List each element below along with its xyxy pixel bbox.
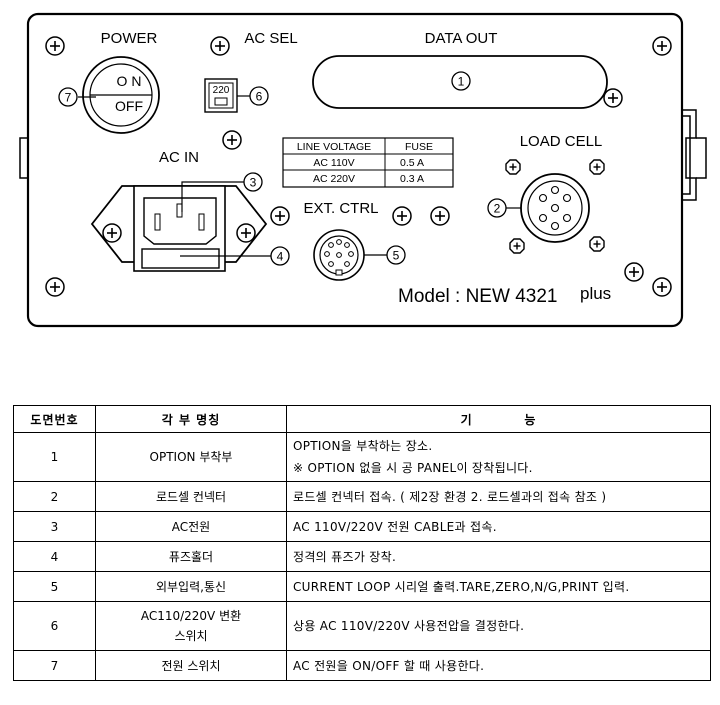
row-name: OPTION 부착부 xyxy=(95,432,287,482)
callout-5: 5 xyxy=(386,245,406,265)
power-switch[interactable] xyxy=(82,56,160,134)
row-name: AC전원 xyxy=(95,511,287,542)
power-on-label: O N xyxy=(117,73,142,89)
screw-icon xyxy=(270,206,290,226)
screw-icon xyxy=(624,262,644,282)
svg-text:AC 220V: AC 220V xyxy=(313,173,355,185)
ac-select-switch[interactable] xyxy=(204,78,238,113)
right-bracket xyxy=(682,109,707,201)
screw-icon xyxy=(45,36,65,56)
screw-icon xyxy=(222,130,242,150)
nut-icon xyxy=(589,236,605,252)
load-cell-label: LOAD CELL xyxy=(520,133,603,150)
row-function: CURRENT LOOP 시리얼 출력.TARE,ZERO,N/G,PRINT … xyxy=(286,571,711,602)
screw-icon xyxy=(236,223,256,243)
screw-icon xyxy=(603,88,623,108)
svg-text:AC 110V: AC 110V xyxy=(313,157,354,169)
svg-text:7: 7 xyxy=(65,91,72,105)
svg-text:5: 5 xyxy=(393,249,400,263)
model-suffix: plus xyxy=(580,284,611,303)
table-row: 1 OPTION 부착부 OPTION을 부착하는 장소. ※ OPTION 없… xyxy=(13,432,711,482)
row-name: 로드셀 컨넥터 xyxy=(95,481,287,512)
spec-table: 도면번호 각 부 명칭 기 능 1 OPTION 부착부 OPTION을 부착하… xyxy=(13,405,711,681)
ac-sel-value: 220 xyxy=(213,85,230,96)
header-no: 도면번호 xyxy=(13,405,96,433)
row-no: 1 xyxy=(13,432,96,482)
row-function: AC 110V/220V 전원 CABLE과 접속. xyxy=(286,511,711,542)
row-no: 4 xyxy=(13,541,96,572)
screw-icon xyxy=(45,277,65,297)
svg-text:0.3 A: 0.3 A xyxy=(400,173,424,185)
table-row: 5 외부입력,통신 CURRENT LOOP 시리얼 출력.TARE,ZERO,… xyxy=(13,571,711,602)
table-row: 6 AC110/220V 변환 스위치 상용 AC 110V/220V 사용전압… xyxy=(13,601,711,651)
power-label: POWER xyxy=(101,30,158,47)
table-row: 3 AC전원 AC 110V/220V 전원 CABLE과 접속. xyxy=(13,511,711,542)
row-function: 정격의 퓨즈가 장착. xyxy=(286,541,711,572)
row-function: OPTION을 부착하는 장소. ※ OPTION 없을 시 공 PANEL이 … xyxy=(286,432,711,482)
row-no: 2 xyxy=(13,481,96,512)
fuse-holder[interactable] xyxy=(141,248,220,269)
table-row: 7 전원 스위치 AC 전원을 ON/OFF 할 때 사용한다. xyxy=(13,650,711,681)
screw-icon xyxy=(430,206,450,226)
svg-text:2: 2 xyxy=(494,202,501,216)
row-no: 7 xyxy=(13,650,96,681)
callout-2: 2 xyxy=(487,198,507,218)
callout-6: 6 xyxy=(249,86,269,106)
rear-panel-diagram: POWER O N OFF 7 AC SEL 220 6 DATA OUT 1 … xyxy=(19,12,707,328)
header-function: 기 능 xyxy=(286,405,711,433)
callout-3: 3 xyxy=(243,172,263,192)
ac-inlet[interactable] xyxy=(90,185,268,272)
svg-text:4: 4 xyxy=(277,250,284,264)
model-name: Model : NEW 4321 xyxy=(398,286,557,307)
table-row: 4 퓨즈홀더 정격의 퓨즈가 장착. xyxy=(13,541,711,572)
callout-7: 7 xyxy=(58,87,78,107)
ext-ctrl-connector[interactable] xyxy=(313,229,365,281)
nut-icon xyxy=(589,159,605,175)
callout-1: 1 xyxy=(451,71,471,91)
row-function: 로드셀 컨넥터 접속. ( 제2장 환경 2. 로드셀과의 접속 참조 ) xyxy=(286,481,711,512)
screw-icon xyxy=(652,277,672,297)
load-cell-connector[interactable] xyxy=(520,173,590,243)
svg-text:6: 6 xyxy=(256,90,263,104)
screw-icon xyxy=(652,36,672,56)
row-name: 전원 스위치 xyxy=(95,650,287,681)
nut-icon xyxy=(505,159,521,175)
row-function: 상용 AC 110V/220V 사용전압을 결정한다. xyxy=(286,601,711,651)
row-name: 퓨즈홀더 xyxy=(95,541,287,572)
power-off-label: OFF xyxy=(115,98,143,114)
row-no: 6 xyxy=(13,601,96,651)
row-name: AC110/220V 변환 스위치 xyxy=(95,601,287,651)
svg-text:LINE VOLTAGE: LINE VOLTAGE xyxy=(297,141,371,153)
callout-4: 4 xyxy=(270,246,290,266)
nut-icon xyxy=(509,238,525,254)
row-name: 외부입력,통신 xyxy=(95,571,287,602)
header-name: 각 부 명칭 xyxy=(95,405,287,433)
row-no: 3 xyxy=(13,511,96,542)
row-no: 5 xyxy=(13,571,96,602)
data-out-label: DATA OUT xyxy=(425,30,498,47)
ext-ctrl-label: EXT. CTRL xyxy=(303,200,378,217)
svg-text:1: 1 xyxy=(458,75,465,89)
ac-in-label: AC IN xyxy=(159,149,199,166)
table-row: 2 로드셀 컨넥터 로드셀 컨넥터 접속. ( 제2장 환경 2. 로드셀과의 … xyxy=(13,481,711,512)
screw-icon xyxy=(392,206,412,226)
screw-icon xyxy=(102,223,122,243)
fuse-table: LINE VOLTAGE FUSE AC 110V 0.5 A AC 220V … xyxy=(282,137,454,188)
screw-icon xyxy=(210,36,230,56)
svg-text:FUSE: FUSE xyxy=(405,141,433,153)
ac-sel-label: AC SEL xyxy=(244,30,297,47)
svg-text:0.5 A: 0.5 A xyxy=(400,157,424,169)
spec-table-header: 도면번호 각 부 명칭 기 능 xyxy=(13,405,711,433)
row-function: AC 전원을 ON/OFF 할 때 사용한다. xyxy=(286,650,711,681)
svg-text:3: 3 xyxy=(250,176,257,190)
